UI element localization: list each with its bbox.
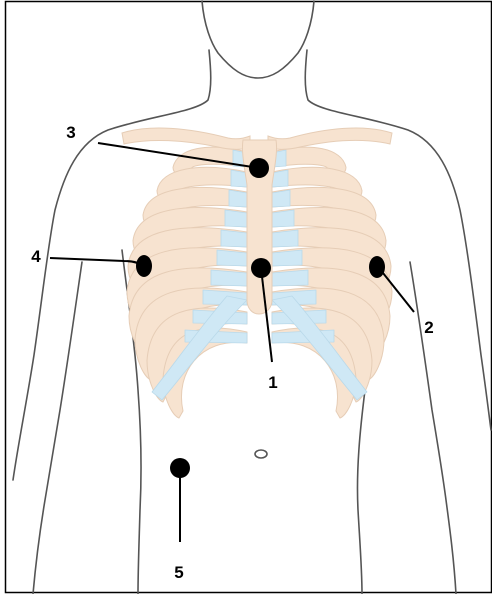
costal-cartilage-left-3 — [229, 190, 247, 207]
costal-cartilage-left-6 — [217, 250, 247, 266]
head-outline — [202, 1, 314, 78]
costal-cartilage-left-2 — [231, 170, 247, 187]
costal-cartilage-right-5 — [272, 230, 298, 247]
electrode-3 — [249, 158, 269, 178]
costal-cartilage-right-2 — [272, 170, 288, 187]
electrode-label-3: 3 — [66, 123, 75, 142]
costal-cartilage-right-3 — [272, 190, 290, 207]
costal-cartilage-left-4 — [225, 210, 247, 227]
electrode-1 — [251, 258, 271, 278]
electrode-5 — [170, 458, 190, 478]
electrode-4 — [136, 255, 152, 277]
electrode-2 — [369, 256, 385, 278]
electrode-label-5: 5 — [174, 563, 183, 582]
electrode-label-2: 2 — [424, 318, 433, 337]
costal-cartilage-right-4 — [272, 210, 294, 227]
clavicle-right — [268, 128, 392, 149]
costal-cartilage-right-6 — [272, 250, 302, 266]
costal-cartilage-right-7 — [272, 270, 308, 286]
electrode-label-4: 4 — [31, 247, 41, 266]
clavicle-left — [122, 128, 250, 149]
right-arm-inner — [410, 262, 456, 594]
costal-cartilage-left-7 — [211, 270, 247, 286]
costal-cartilage-left-5 — [221, 230, 247, 247]
electrode-label-1: 1 — [268, 373, 277, 392]
navel — [255, 450, 267, 458]
